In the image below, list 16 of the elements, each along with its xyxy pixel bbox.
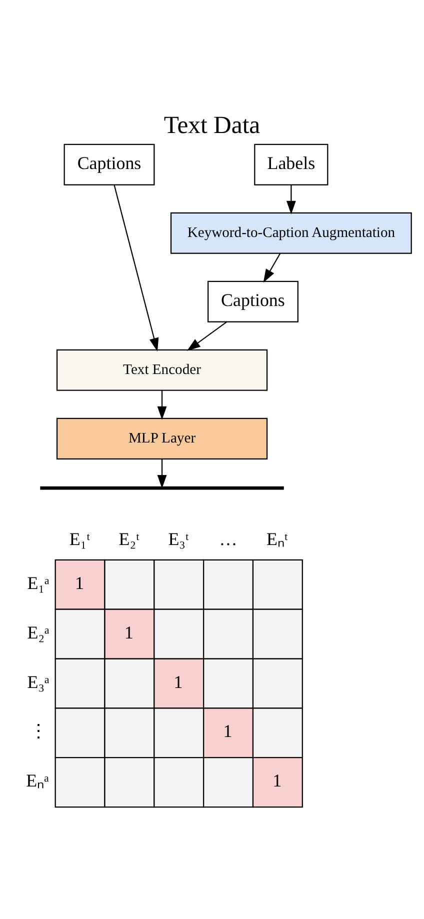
- label: 1: [174, 671, 183, 692]
- label: E₂ᵗ: [118, 528, 140, 549]
- label: E₂ᵃ: [27, 622, 50, 642]
- label: ⋮: [30, 720, 48, 741]
- diagram-title: Text Data: [164, 111, 260, 138]
- label: E₃ᵗ: [168, 528, 189, 549]
- label: Eₙᵗ: [266, 528, 288, 549]
- label: E₁ᵗ: [69, 528, 90, 549]
- label: 1: [272, 770, 282, 790]
- label: …: [219, 528, 238, 549]
- label: E₃ᵃ: [27, 671, 50, 692]
- label: 1: [124, 622, 134, 642]
- label: E₁ᵃ: [27, 572, 50, 592]
- label: 1: [223, 720, 232, 741]
- label: 1: [74, 572, 84, 592]
- label: Eₙᵃ: [26, 770, 50, 790]
